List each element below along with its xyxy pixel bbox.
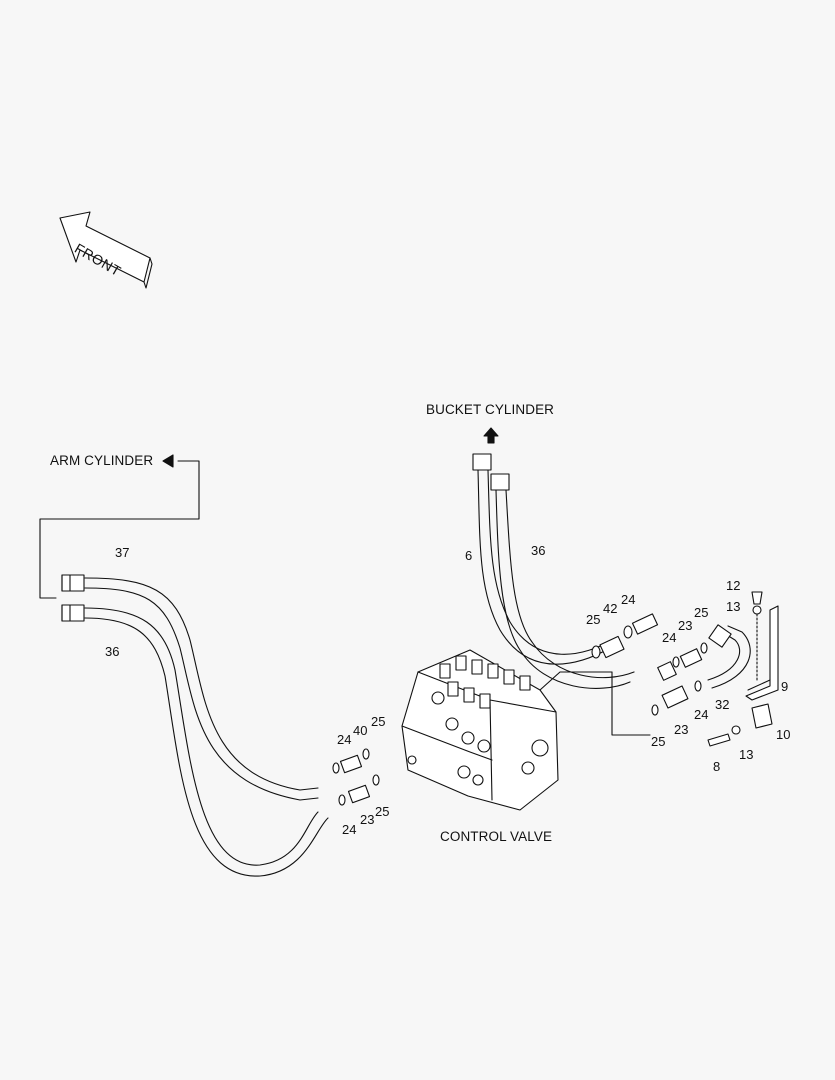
callout-36-left: 36 (105, 644, 120, 659)
pipe-32 (707, 631, 741, 681)
arm-cylinder-label: ARM CYLINDER (50, 453, 154, 468)
callout-24-b: 24 (662, 630, 677, 645)
callout-36-right: 36 (531, 543, 546, 558)
bolt-8 (707, 733, 731, 747)
callout-12: 12 (726, 578, 741, 593)
callout-24-c: 24 (694, 707, 709, 722)
callout-40: 40 (353, 723, 368, 738)
hose-37 (61, 574, 319, 801)
washer-13-top (752, 605, 762, 615)
control-valve-label: CONTROL VALVE (440, 829, 553, 844)
clamp-10 (751, 703, 773, 729)
callout-13-bottom: 13 (739, 747, 754, 762)
callout-24-a: 24 (621, 592, 636, 607)
callout-25-d: 25 (371, 714, 386, 729)
callout-24-e: 24 (342, 822, 357, 837)
bracket-9 (745, 605, 779, 701)
callout-10: 10 (776, 727, 791, 742)
bolt-12 (751, 591, 763, 605)
fittings-upper-right (591, 613, 708, 736)
callout-8: 8 (713, 759, 721, 774)
callout-25-a: 25 (586, 612, 601, 627)
callout-23-c: 23 (360, 812, 375, 827)
callout-23-a: 23 (678, 618, 693, 633)
callout-6: 6 (465, 548, 473, 563)
arm-cylinder-leader (39, 460, 200, 599)
callout-25-b: 25 (694, 605, 709, 620)
callout-32: 32 (715, 697, 730, 712)
callout-13-top: 13 (726, 599, 741, 614)
callout-37: 37 (115, 545, 130, 560)
washer-13-bottom (731, 725, 741, 735)
bucket-cylinder-arrow (483, 427, 499, 444)
callout-23-b: 23 (674, 722, 689, 737)
fittings-left (332, 748, 380, 806)
front-arrow (59, 211, 151, 283)
hose-36-right (490, 473, 635, 689)
callout-42: 42 (603, 601, 618, 616)
callout-24-d: 24 (337, 732, 352, 747)
callout-9: 9 (781, 679, 789, 694)
bucket-cylinder-label: BUCKET CYLINDER (426, 402, 555, 417)
control-valve-body (401, 649, 613, 811)
arm-cylinder-arrow (162, 454, 174, 468)
callout-25-c: 25 (651, 734, 666, 749)
hose-6 (472, 453, 613, 665)
callout-25-e: 25 (375, 804, 390, 819)
hose-36-left (61, 604, 329, 877)
